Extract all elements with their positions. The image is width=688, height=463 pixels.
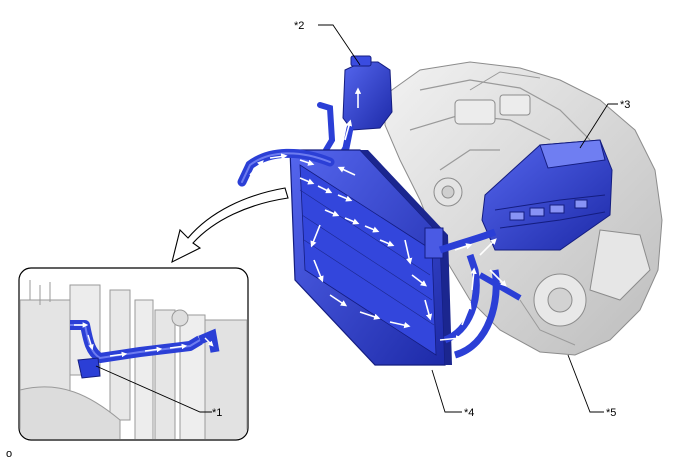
flow-arrow-icon	[299, 177, 315, 185]
flow-arrow-icon	[479, 238, 497, 256]
flow-arrow-icon	[324, 209, 340, 217]
flow-arrow-icon	[379, 239, 395, 247]
flow-arrow-icon	[317, 185, 333, 194]
callout-3: *3	[620, 99, 630, 111]
flow-arrow-icon	[470, 267, 477, 291]
leader-line-1	[95, 365, 212, 413]
callout-5: *5	[606, 407, 616, 419]
flow-arrow-icon	[344, 119, 353, 141]
flow-arrow-icon	[204, 337, 214, 347]
flow-arrow-icon	[439, 335, 463, 342]
flow-arrow-icon	[364, 225, 380, 233]
leader-line-3	[579, 103, 618, 149]
flow-arrow-icon	[389, 321, 411, 329]
callout-1: *1	[212, 407, 222, 419]
flow-arrow-icon	[337, 194, 353, 202]
flow-arrow-icon	[411, 274, 428, 287]
corner-mark: o	[6, 448, 12, 460]
flow-arrow-icon	[269, 153, 288, 160]
flow-arrow-icon	[329, 294, 348, 307]
flow-arrow-icon	[404, 239, 413, 265]
flow-arrow-icon	[424, 299, 433, 321]
flow-arrow-icon	[344, 217, 360, 225]
flow-arrow-icon	[87, 334, 94, 351]
flow-arrow-icon	[169, 343, 188, 350]
reservoir-tank	[317, 55, 393, 169]
detail-inset	[18, 267, 249, 441]
leader-line-2	[318, 24, 361, 66]
flow-arrow-icon	[310, 224, 321, 248]
leader-line-4	[431, 369, 462, 413]
flow-arrow-icon	[454, 243, 473, 251]
flow-arrows	[249, 87, 507, 342]
callout-2: *2	[294, 20, 304, 32]
flow-arrow-icon	[337, 166, 356, 176]
leader-line-5	[567, 354, 604, 413]
flow-arrow-icon	[299, 159, 315, 166]
flow-arrow-icon	[461, 302, 472, 326]
flow-arrow-icon	[359, 311, 381, 320]
flow-arrow-icon	[144, 346, 163, 353]
flow-arrow-icon	[313, 259, 324, 283]
detail-pointer-arrow-icon	[171, 187, 289, 264]
leader-lines	[95, 24, 618, 413]
callout-4: *4	[464, 407, 474, 419]
inverter-unit	[481, 139, 613, 251]
flow-arrow-icon	[249, 160, 264, 176]
flow-arrow-icon	[109, 351, 128, 358]
inverter-hoses	[438, 228, 522, 359]
flow-arrow-icon	[489, 269, 507, 287]
